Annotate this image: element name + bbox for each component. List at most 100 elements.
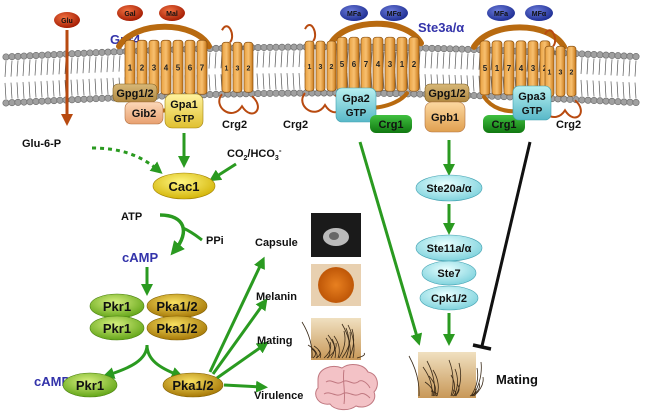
svg-text:3: 3 [236,65,240,72]
ligand-mfa-1-label: MFa [347,11,361,18]
crg2-left-label: Crg2 [222,119,247,131]
ste20-node [415,174,483,202]
svg-text:2: 2 [140,63,145,72]
ligand-mal: Mal [159,5,185,21]
gpa3-inhibition-bar [472,343,492,351]
mating-label-pka: Mating [257,335,292,347]
ppi-release-arrow [182,226,203,242]
gpa3-node [512,85,552,121]
cpk1-label: Cpk1/2 [431,293,467,305]
ste7-node [421,260,477,286]
svg-text:2: 2 [570,69,574,76]
ste11-label: Ste11a/α [427,243,472,255]
crg1-right-label: Crg1 [491,119,516,131]
ligand-mfalpha-2: MFα [525,5,553,21]
ligand-mal-label: Mal [166,11,178,18]
svg-text:6: 6 [188,63,193,72]
ppi-label: PPi [206,235,224,247]
melanin-image [311,264,361,306]
svg-text:1: 1 [128,63,133,72]
pkr1-label-a: Pkr1 [103,299,131,314]
camp-bottom-label: cAMP [34,374,70,389]
ste3-label: Ste3a/α [418,20,464,35]
svg-text:6: 6 [352,60,357,69]
gpb1-label: Gpb1 [431,112,459,124]
ligand-glu: Glu [54,12,80,28]
svg-text:5: 5 [483,64,488,73]
ligand-mfa-1: MFa [340,5,368,21]
crg1-middle-label: Crg1 [378,119,403,131]
pka12-label-b: Pka1/2 [156,321,197,336]
ligand-gal: Gal [117,5,143,21]
svg-text:7: 7 [200,63,205,72]
left-gprotein-complex: Gpg1/2 Gib2 Gpa1 GTP Crg2 [112,83,247,131]
crg2-middle-label: Crg2 [283,119,308,131]
gpa3-inhibits-mating-line [480,141,532,347]
svg-text:7: 7 [507,64,512,73]
svg-text:1: 1 [400,60,405,69]
svg-text:1: 1 [495,64,500,73]
svg-text:3: 3 [152,63,157,72]
ligand-mfalpha-1: MFα [380,5,408,21]
svg-text:3: 3 [559,69,563,76]
dissociate-left-arrow [102,344,149,379]
mating-image-pka [301,318,365,360]
ligand-mfalpha-2-label: MFα [532,11,547,18]
gpa1-label: Gpa1 [170,99,198,111]
svg-text:5: 5 [176,63,181,72]
pka12-label-a: Pka1/2 [156,299,197,314]
gpa1-node [164,93,204,129]
gib2-node [124,101,164,125]
crg1-right-node [483,115,525,133]
pkr1-label-b: Pkr1 [103,321,131,336]
pka12-node-b [146,315,208,341]
crg2-right-label: Crg2 [556,119,581,131]
svg-text:1: 1 [548,69,552,76]
gib2-label: Gib2 [132,108,156,120]
svg-text:3: 3 [319,64,323,71]
pkr1-node-b [89,315,145,341]
svg-text:4: 4 [164,63,169,72]
svg-text:4: 4 [519,64,524,73]
ligand-gal-label: Gal [124,11,135,18]
svg-text:3: 3 [531,64,536,73]
pkr1-node-c [62,372,118,398]
ligand-mfalpha-1-label: MFα [387,11,402,18]
pkr1-label-c: Pkr1 [76,378,104,393]
ligand-glu-label: Glu [61,18,73,25]
camp-top-label: cAMP [122,250,158,265]
svg-text:4: 4 [376,60,381,69]
pka-to-mating-arrow [216,341,269,380]
pka-to-virulence-arrow [223,380,268,393]
pka12-node-c [162,372,224,398]
gpa3-label: Gpa3 [518,91,546,103]
mating-label-mapk: Mating [496,372,538,387]
middle-gprotein-complex: Crg2 Gpa2 GTP Crg1 Gpg1/2 Gpb1 [283,83,470,133]
atp-label: ATP [121,211,142,223]
mating-image-mapk [408,352,484,398]
svg-text:7: 7 [364,60,369,69]
gpa2-label: Gpa2 [342,93,370,105]
gpa2-to-mating-arrow [358,141,423,346]
dissociate-right-arrow [145,344,184,379]
ligand-mfa-2: MFa [487,5,515,21]
svg-text:2: 2 [247,65,251,72]
virulence-label: Virulence [254,390,303,402]
svg-text:2: 2 [330,64,334,71]
cac1-node [152,172,216,200]
gpa1-gtp-label: GTP [174,114,195,125]
ste7-label: Ste7 [437,268,460,280]
atp-to-camp-arrow [159,213,186,256]
pka-to-melanin-arrow [211,298,268,375]
gpa3-gtp-label: GTP [522,106,543,117]
crg1-middle-node [370,115,412,133]
right-gprotein-complex: Crg1 Gpa3 GTP Crg2 [483,85,581,133]
gpg12-left-label: Gpg1/2 [116,88,153,100]
brain-icon [315,364,378,411]
ligand-mfa-2-label: MFa [494,11,508,18]
